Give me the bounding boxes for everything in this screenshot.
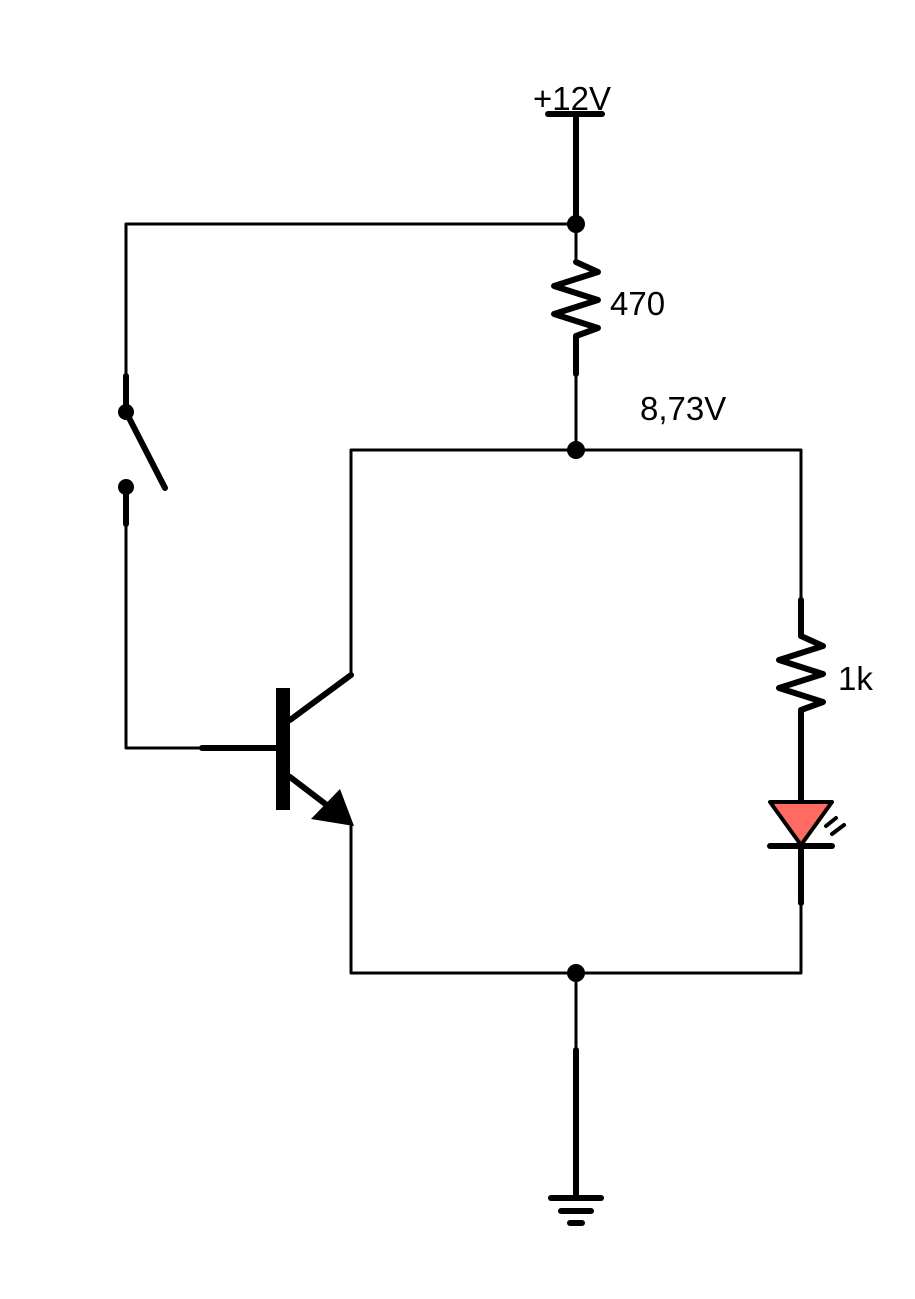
supply-rail-icon bbox=[545, 111, 605, 227]
transistor-icon bbox=[199, 672, 354, 826]
ground-icon bbox=[548, 971, 604, 1226]
r2-value-label: 1k bbox=[838, 660, 873, 697]
resistor-r1 bbox=[551, 222, 601, 452]
switch-icon bbox=[118, 373, 168, 527]
resistor-r2 bbox=[776, 597, 826, 753]
led-icon bbox=[767, 747, 846, 906]
middle-rail bbox=[349, 448, 803, 674]
top-wire bbox=[124, 222, 578, 378]
bottom-rail bbox=[349, 824, 803, 975]
base-wire bbox=[124, 522, 204, 750]
node-voltage-label: 8,73V bbox=[640, 390, 726, 427]
junction-middle bbox=[567, 441, 585, 459]
r1-value-label: 470 bbox=[610, 285, 665, 322]
supply-voltage-label: +12V bbox=[533, 80, 611, 117]
